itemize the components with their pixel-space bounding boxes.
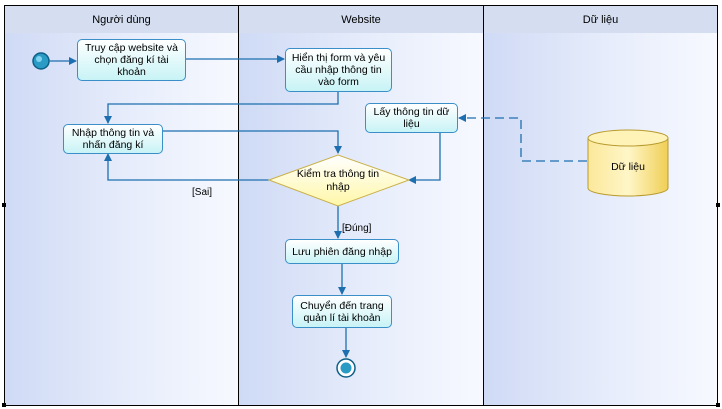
activity-fetch-data-label: Lấy thông tin dữ liệu (373, 106, 450, 130)
lane-body-website (239, 33, 483, 405)
end-node[interactable] (336, 358, 356, 378)
flow-datastore-to-fetch (458, 114, 587, 162)
decision-check-label-1: Kiểm tra thông tin (297, 168, 379, 180)
start-node[interactable] (32, 52, 50, 70)
activity-save-session[interactable]: Lưu phiên đăng nhập (285, 239, 399, 264)
decision-check-label-2: nhập (326, 181, 350, 193)
activity-save-session-label: Lưu phiên đăng nhập (292, 245, 392, 258)
datastore-du-lieu[interactable]: Dữ liệu (587, 129, 669, 197)
guard-fail-label: [Sai] (192, 187, 213, 198)
flow-fetch-to-check (408, 133, 441, 184)
decision-check[interactable]: Kiểm tra thông tin nhập (267, 154, 411, 207)
datastore-label: Dữ liệu (611, 161, 645, 173)
resize-handle-right[interactable] (716, 203, 720, 207)
lane-du-lieu: Dữ liệu (483, 5, 718, 406)
lane-body-nguoi-dung (5, 33, 238, 405)
resize-handle-left[interactable] (2, 203, 6, 207)
activity-redirect[interactable]: Chuyển đến trang quản lí tài khoản (292, 295, 392, 328)
lane-website: Website (238, 5, 484, 406)
guard-ok-label: [Đúng] (342, 223, 372, 234)
lane-nguoi-dung: Người dùng (4, 5, 239, 406)
flow-form-to-input (104, 92, 339, 124)
activity-redirect-label: Chuyển đến trang quản lí tài khoản (300, 299, 384, 324)
flow-check-fail (104, 153, 269, 181)
lane-body-du-lieu (484, 33, 717, 405)
activity-input-info-label: Nhập thông tin và nhấn đăng kí (71, 127, 155, 151)
flow-input-to-check (163, 130, 342, 154)
activity-fetch-data[interactable]: Lấy thông tin dữ liệu (365, 103, 458, 133)
activity-access-website[interactable]: Truy cập website và chọn đăng kí tài kho… (77, 39, 186, 81)
activity-input-info[interactable]: Nhập thông tin và nhấn đăng kí (63, 124, 163, 154)
resize-handle-bottom-right[interactable] (716, 403, 720, 407)
activity-show-form[interactable]: Hiển thị form và yêu cầu nhập thông tin … (285, 48, 392, 92)
activity-show-form-label: Hiển thị form và yêu cầu nhập thông tin … (291, 52, 386, 88)
resize-handle-bottom-left[interactable] (2, 403, 6, 407)
activity-access-website-label: Truy cập website và chọn đăng kí tài kho… (85, 42, 178, 78)
